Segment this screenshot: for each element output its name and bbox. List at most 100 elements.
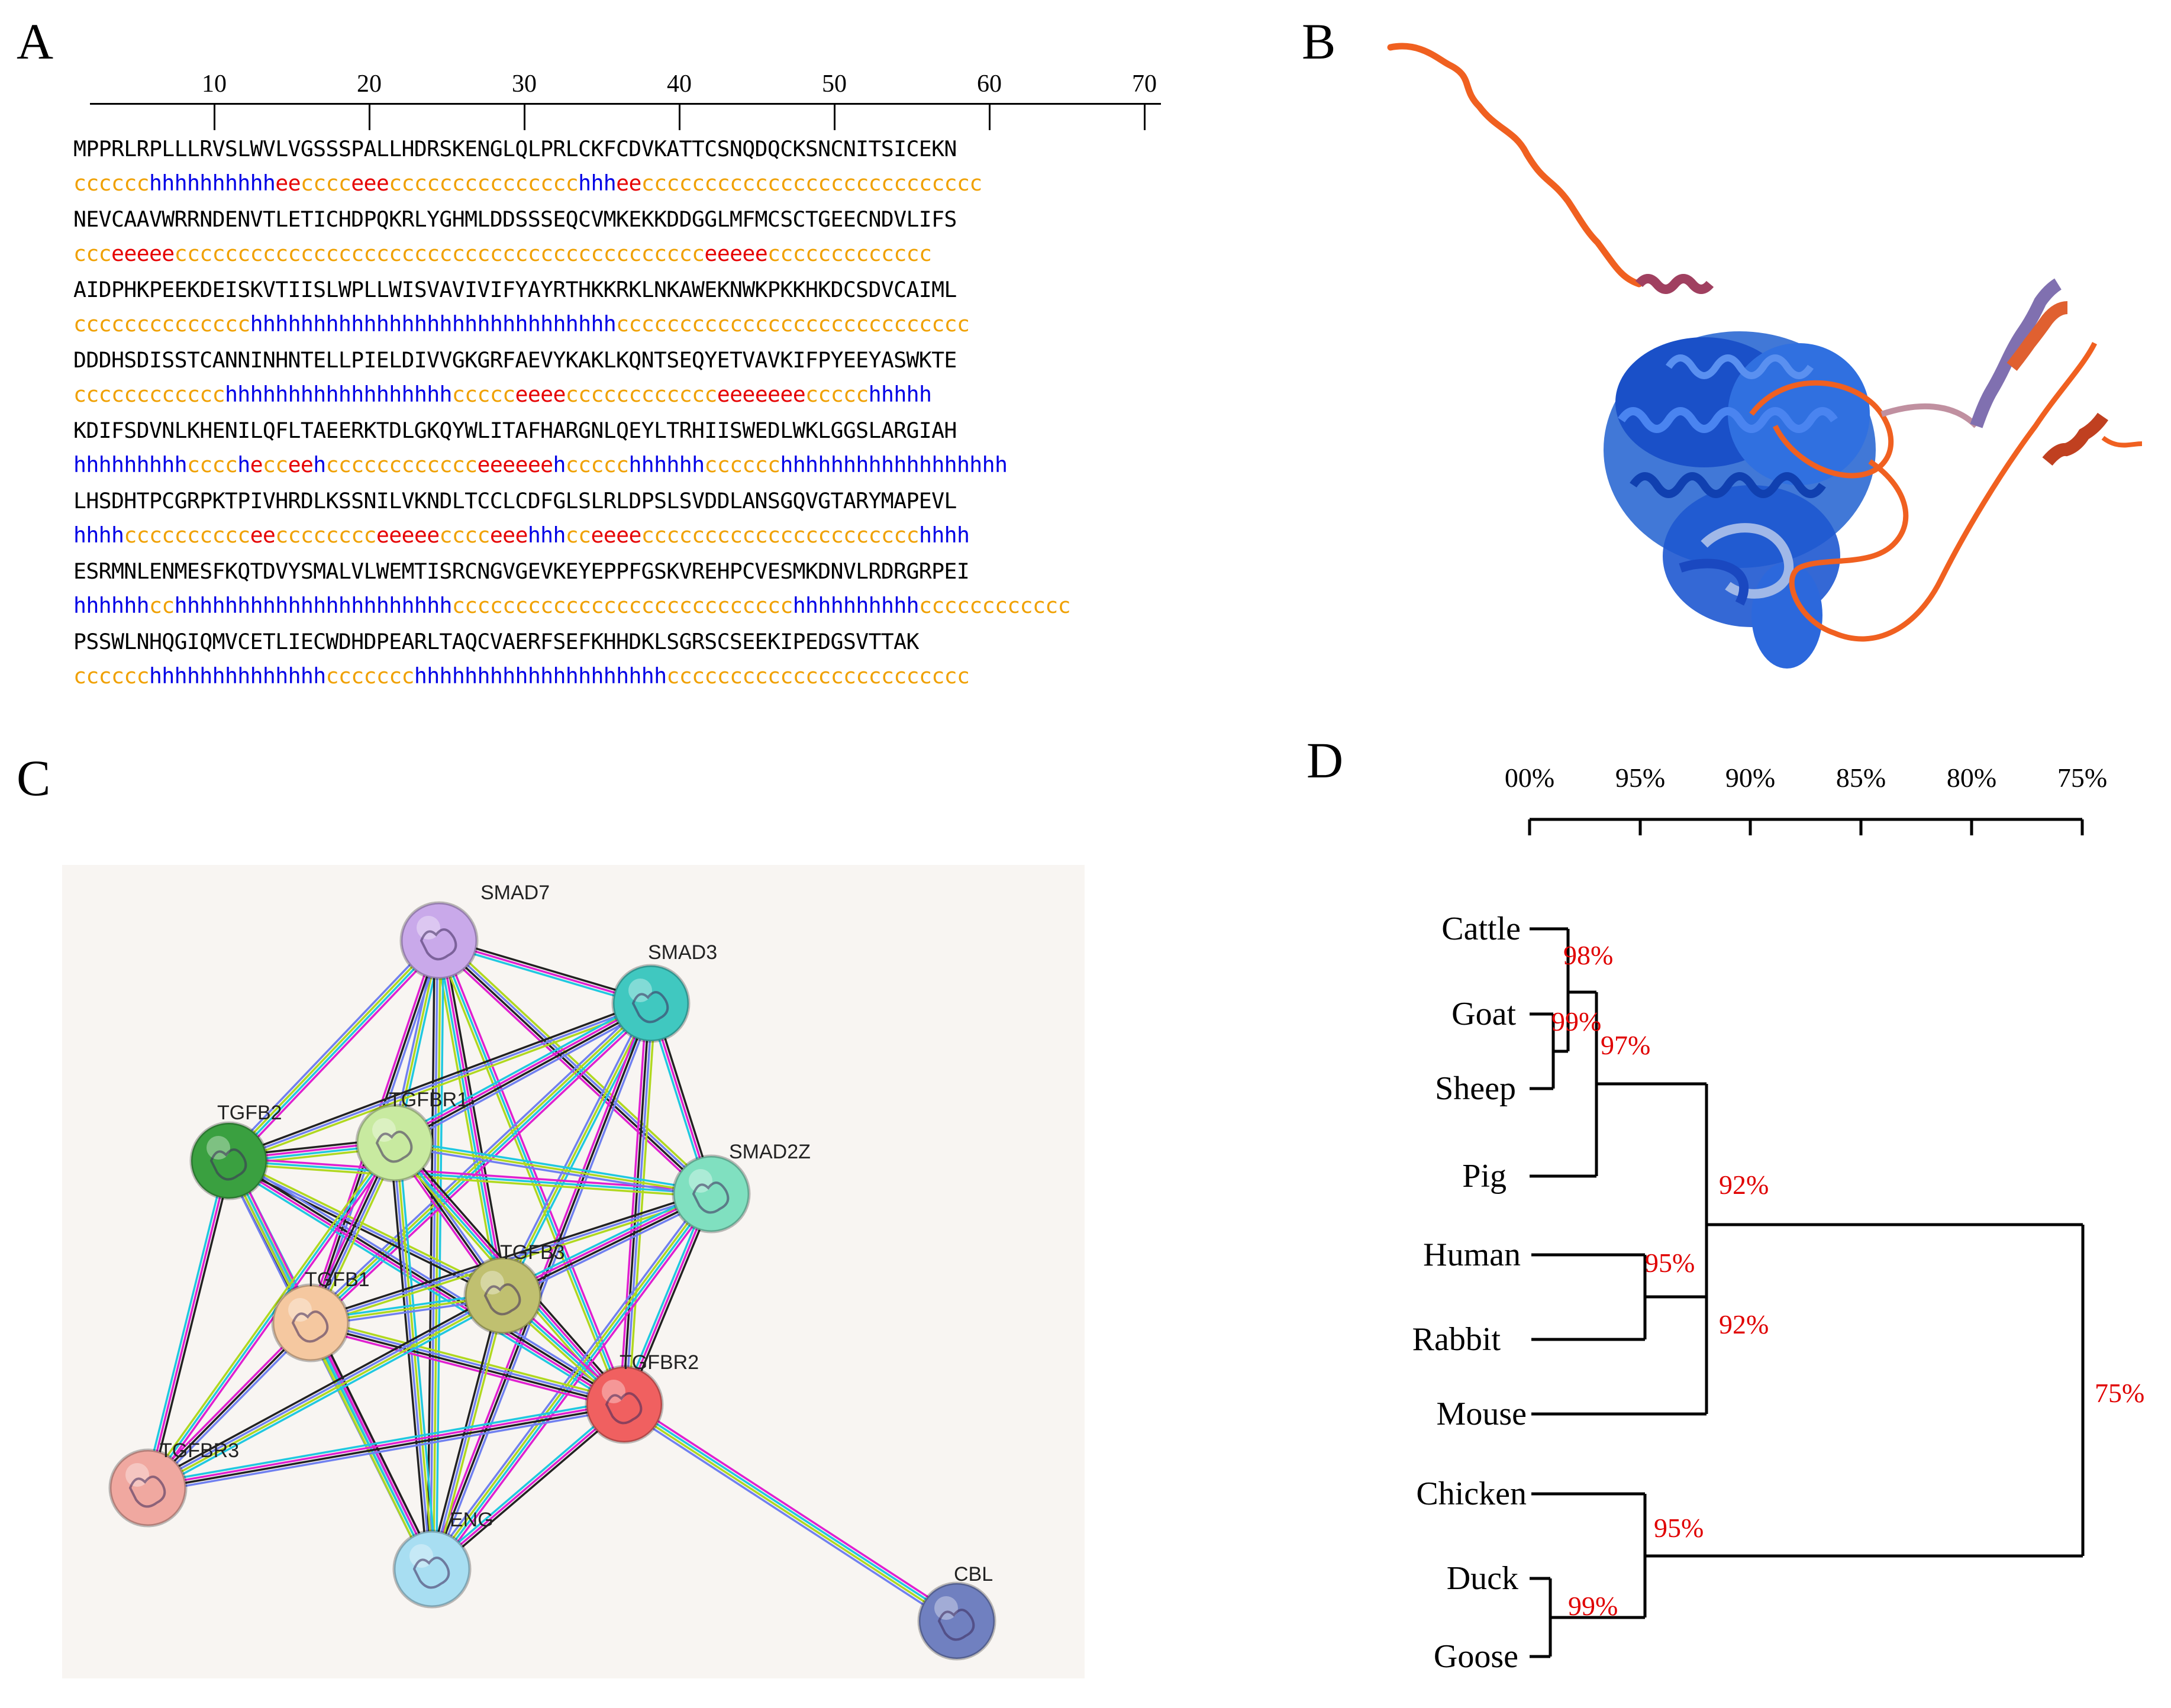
interaction-edge: [145, 1290, 502, 1485]
ruler-tick-label: 10: [202, 70, 227, 98]
ruler-tick: [834, 104, 836, 130]
scale-label: 95%: [1615, 763, 1665, 793]
protein-label: SMAD3: [648, 941, 717, 964]
scale-label: 80%: [1947, 763, 1996, 793]
interaction-edge: [431, 1295, 504, 1570]
ruler-axis: [90, 103, 1161, 105]
interaction-edge: [395, 1139, 712, 1192]
protein-label: ENG: [450, 1509, 493, 1531]
secondary-structure-line: cccccccccccccchhhhhhhhhhhhhhhhhhhhhhhhhh…: [73, 311, 970, 337]
interaction-edge: [429, 940, 439, 1569]
interaction-edge: [311, 1003, 653, 1325]
interaction-edge: [502, 1192, 711, 1296]
interaction-edge: [433, 941, 500, 1297]
bootstrap-95: 95%: [1645, 1248, 1695, 1278]
interaction-edge: [429, 1401, 623, 1568]
interaction-edge: [392, 1143, 432, 1570]
interaction-edge: [622, 1405, 957, 1623]
protein-node-tgfbr2[interactable]: TGFBR2: [585, 1351, 699, 1444]
scale-label: 00%: [1505, 763, 1554, 793]
scale-label: 85%: [1836, 763, 1886, 793]
interaction-edge: [228, 1160, 712, 1195]
ruler-tick-label: 60: [977, 70, 1002, 98]
ruler-tick: [679, 104, 680, 130]
taxon-label-cattle: Cattle: [1441, 910, 1521, 947]
interaction-edge: [623, 1193, 712, 1405]
interaction-edge: [503, 1194, 712, 1298]
ruler-tick-label: 20: [357, 70, 382, 98]
protein-node-smad3[interactable]: SMAD3: [611, 941, 717, 1043]
interaction-edge: [311, 1320, 625, 1405]
secondary-structure-line: cccccccccccchhhhhhhhhhhhhhhhhhccccceeeec…: [73, 382, 932, 407]
protein-label: TGFBR3: [160, 1439, 239, 1462]
ruler-tick-label: 50: [822, 70, 847, 98]
interaction-edge: [436, 941, 503, 1296]
interaction-edge: [441, 939, 628, 1404]
bootstrap-98: 98%: [1563, 940, 1613, 970]
protein-node-smad7[interactable]: SMAD7: [399, 882, 550, 980]
interaction-edge: [147, 1399, 624, 1485]
protein-3d-structure: [1387, 43, 2142, 669]
taxon-label-human: Human: [1423, 1236, 1521, 1273]
kinase-domain: [1604, 331, 1876, 669]
interaction-edge: [432, 1194, 714, 1571]
interaction-edge: [435, 941, 445, 1570]
sequence-line: ESRMNLENMESFKQTDVYSMALVLWEMTISRCNGVGEVKE…: [73, 558, 970, 584]
interaction-edge: [435, 941, 622, 1406]
interaction-edge: [228, 1002, 651, 1162]
interaction-edge: [427, 1190, 709, 1567]
taxon-label-sheep: Sheep: [1435, 1070, 1516, 1107]
interaction-edge: [230, 1005, 653, 1165]
interaction-edge: [312, 1006, 655, 1327]
protein-node-tgfb1[interactable]: TGFB1: [271, 1268, 370, 1362]
taxon-label-mouse: Mouse: [1437, 1396, 1527, 1432]
protein-node-smad2z[interactable]: SMAD2Z: [672, 1141, 811, 1234]
taxon-label-duck: Duck: [1447, 1560, 1518, 1597]
protein-node-tgfb2[interactable]: TGFB2: [189, 1102, 282, 1200]
interaction-edge: [618, 1003, 648, 1405]
interaction-edge: [502, 1003, 652, 1296]
interaction-edge: [624, 1003, 654, 1405]
interaction-edge: [395, 1003, 653, 1145]
interaction-edge: [147, 1142, 396, 1489]
protein-node-tgfbr3[interactable]: TGFBR3: [108, 1439, 239, 1528]
interaction-edge: [442, 939, 509, 1295]
interaction-edge: [309, 1190, 711, 1321]
interaction-edge: [230, 1157, 505, 1294]
protein-node-eng[interactable]: ENG: [392, 1509, 493, 1609]
interaction-edge: [396, 1006, 654, 1148]
interaction-edge: [145, 1320, 309, 1487]
interaction-edge: [148, 1407, 625, 1494]
protein-label: CBL: [954, 1563, 993, 1586]
protein-label: SMAD7: [480, 882, 550, 904]
interaction-edge: [225, 937, 437, 1159]
interaction-edge: [431, 1403, 625, 1570]
protein-node-tgfbr1[interactable]: TGFBR1: [355, 1089, 468, 1183]
interaction-edge: [227, 939, 439, 1161]
loop-1: [1749, 380, 1894, 479]
n-terminal-coil: [1387, 43, 1643, 288]
protein-node-cbl[interactable]: CBL: [917, 1563, 996, 1661]
protein-node-tgfb3[interactable]: TGFB3: [463, 1241, 565, 1335]
protein-label: SMAD2Z: [729, 1141, 811, 1163]
interaction-edge: [149, 1324, 314, 1491]
interaction-edge: [626, 1400, 960, 1619]
interaction-edge: [311, 1318, 626, 1402]
panel-label-d: D: [1307, 732, 1344, 789]
bootstrap-92-b: 92%: [1719, 1309, 1769, 1339]
c-terminal-coil: [1789, 341, 2098, 642]
interaction-edge: [438, 940, 625, 1405]
interaction-edge: [504, 1197, 714, 1301]
transition-helix: [1635, 274, 1714, 294]
ruler-tick: [214, 104, 215, 130]
interaction-edge: [229, 1157, 712, 1192]
sequence-line: MPPRLRPLLLRVSLWVLVGSSSPALLHDRSKENGLQLPRL…: [73, 136, 957, 162]
interaction-edge: [434, 1196, 716, 1573]
panel-label-a: A: [17, 13, 54, 70]
interaction-edge: [150, 1161, 233, 1489]
bootstrap-75: 75%: [2095, 1378, 2144, 1408]
interaction-edge: [499, 1001, 650, 1295]
ruler-tick: [989, 104, 991, 130]
sequence-line: PSSWLNHQGIQMVCETLIECWDHDPEARLTAQCVAERFSE…: [73, 629, 919, 654]
